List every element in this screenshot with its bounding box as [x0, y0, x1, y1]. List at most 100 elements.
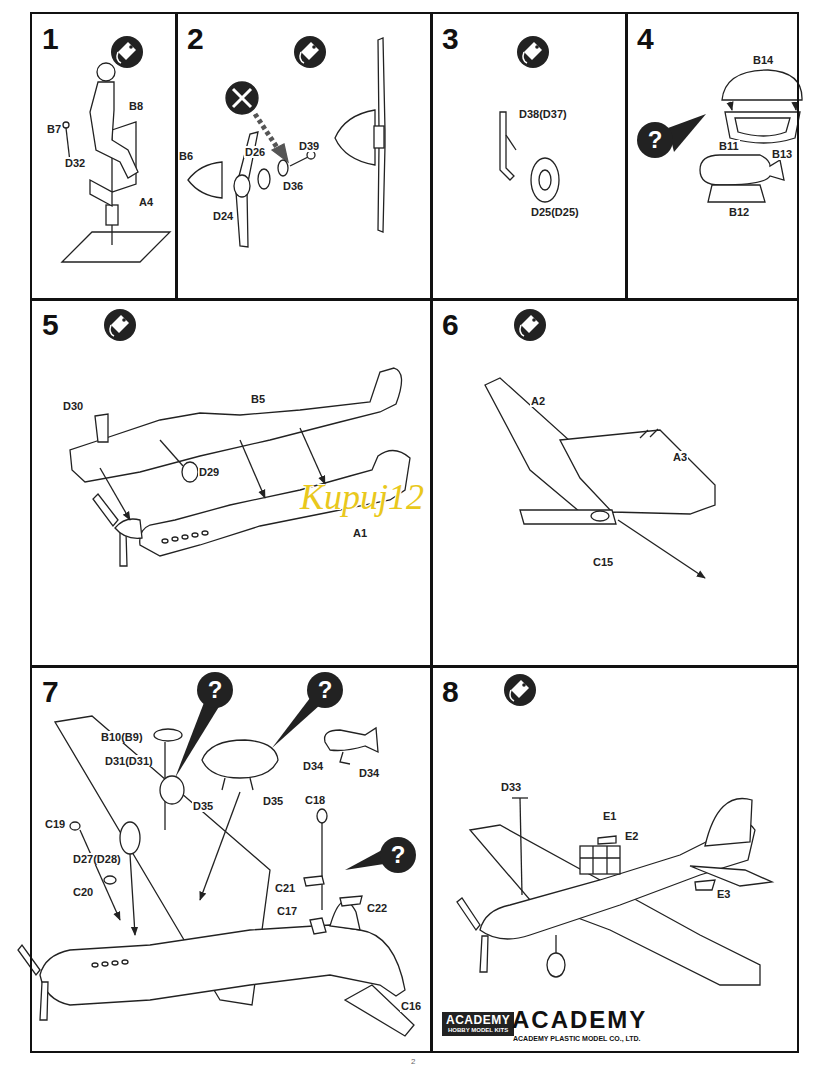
- drawing-stroke: [321, 823, 322, 910]
- drawing-stroke: [345, 850, 384, 870]
- drawing-stroke: [520, 510, 616, 524]
- drawing-stroke: [188, 162, 222, 198]
- drawing-stroke: [272, 698, 320, 748]
- brand-text: HOBBY MODEL KITS: [446, 1027, 510, 1034]
- step5-figure: [70, 368, 410, 566]
- part-label: A2: [530, 395, 546, 407]
- drawing-stroke: [90, 180, 112, 206]
- part-label: B7: [46, 123, 62, 135]
- drawing-stroke: [120, 532, 127, 566]
- drawing-stroke: [240, 440, 265, 498]
- glue-icon: [514, 309, 546, 341]
- drawing-stroke: [112, 961, 118, 965]
- part-label: D38(D37): [518, 108, 568, 120]
- step-number: 7: [32, 667, 431, 707]
- part-label: D34: [358, 767, 380, 779]
- drawing-stroke: [115, 519, 142, 538]
- drawing-stroke: [120, 822, 140, 854]
- drawing-stroke: [222, 778, 225, 790]
- drawing-stroke: [795, 102, 796, 110]
- drawing-stroke: [640, 430, 648, 438]
- drawing-stroke: [236, 190, 248, 247]
- drawing-stroke: [307, 151, 315, 159]
- drawing-stroke: [606, 846, 607, 874]
- drawing-stroke: [172, 537, 178, 541]
- drawing-stroke: [591, 511, 609, 521]
- drawing-stroke: [90, 82, 138, 178]
- step-number: 2: [177, 14, 431, 54]
- part-label: C17: [276, 905, 298, 917]
- part-label: B12: [728, 206, 750, 218]
- part-label: D30: [62, 400, 84, 412]
- drawing-stroke: [104, 876, 116, 884]
- drawing-stroke: [106, 205, 118, 225]
- glue-icon: [517, 36, 549, 68]
- part-label: B8: [128, 100, 144, 112]
- step-number: 8: [432, 667, 797, 707]
- drawing-stroke: [457, 898, 480, 930]
- drawing-stroke: [310, 918, 326, 934]
- drawing-stroke: [102, 962, 108, 966]
- drawing-stroke: [650, 429, 658, 437]
- drawing-stroke: [374, 126, 384, 148]
- drawing-stroke: [300, 428, 325, 484]
- drawing-stroke: [258, 169, 270, 189]
- drawing-stroke: [202, 740, 278, 778]
- drawing-stroke: [539, 170, 551, 190]
- drawing-stroke: [580, 846, 620, 874]
- part-label: D24: [212, 210, 234, 222]
- drawing-stroke: [506, 135, 516, 150]
- drawing-stroke: [182, 535, 188, 539]
- drawing-stroke: [531, 158, 559, 202]
- part-label: E2: [624, 830, 639, 842]
- drawing-stroke: [160, 440, 183, 466]
- drawing-stroke: [307, 672, 343, 708]
- drawing-stroke: [234, 175, 250, 197]
- step-panel: 8ACADEMYHOBBY MODEL KITS: [430, 665, 799, 1053]
- drawing-stroke: [233, 89, 251, 107]
- drawing-stroke: [154, 729, 182, 741]
- drawing-stroke: [202, 531, 208, 535]
- drawing-stroke: [618, 520, 705, 578]
- brand-logo: ACADEMYHOBBY MODEL KITS: [442, 1012, 514, 1036]
- step-number: 4: [627, 14, 797, 54]
- step1-figure: [62, 63, 170, 262]
- drawing-stroke: [547, 953, 565, 977]
- part-label: B5: [250, 393, 266, 405]
- part-label: B10(B9): [100, 731, 144, 743]
- drawing-stroke: [598, 836, 616, 844]
- part-label: D33: [500, 781, 522, 793]
- drawing-stroke: [380, 837, 416, 873]
- step-number: 1: [32, 14, 176, 54]
- drawing-stroke: [40, 925, 405, 1005]
- drawing-stroke: [592, 846, 593, 874]
- drawing-stroke: [335, 110, 375, 165]
- glue-icon: [504, 674, 536, 706]
- drawing-stroke: [192, 533, 198, 537]
- drawing-stroke: [93, 494, 118, 526]
- glue-icon: [104, 309, 136, 341]
- question-mark: ?: [318, 676, 333, 704]
- drawing-stroke: [250, 778, 253, 790]
- drawing-stroke: [197, 672, 233, 708]
- brand-text: ACADEMY: [446, 1014, 510, 1027]
- drawing-stroke: [40, 982, 48, 1020]
- question-mark: ?: [208, 676, 223, 704]
- part-label: E1: [602, 810, 617, 822]
- drawing-stroke: [111, 225, 112, 245]
- part-label: D29: [198, 466, 220, 478]
- drawing-stroke: [708, 185, 765, 202]
- brand-name: ACADEMY: [512, 1006, 647, 1034]
- step-panel: 1: [30, 12, 178, 301]
- drawing-stroke: [182, 462, 198, 482]
- drawing-stroke: [97, 63, 115, 81]
- drawing-stroke: [162, 539, 168, 543]
- part-label: D26: [244, 146, 266, 158]
- drawing-stroke: [80, 830, 120, 920]
- drawing-stroke: [725, 112, 800, 143]
- part-label: A3: [672, 451, 688, 463]
- part-label: D32: [64, 157, 86, 169]
- part-label: D27(D28): [72, 853, 122, 865]
- question-mark: ?: [648, 126, 663, 154]
